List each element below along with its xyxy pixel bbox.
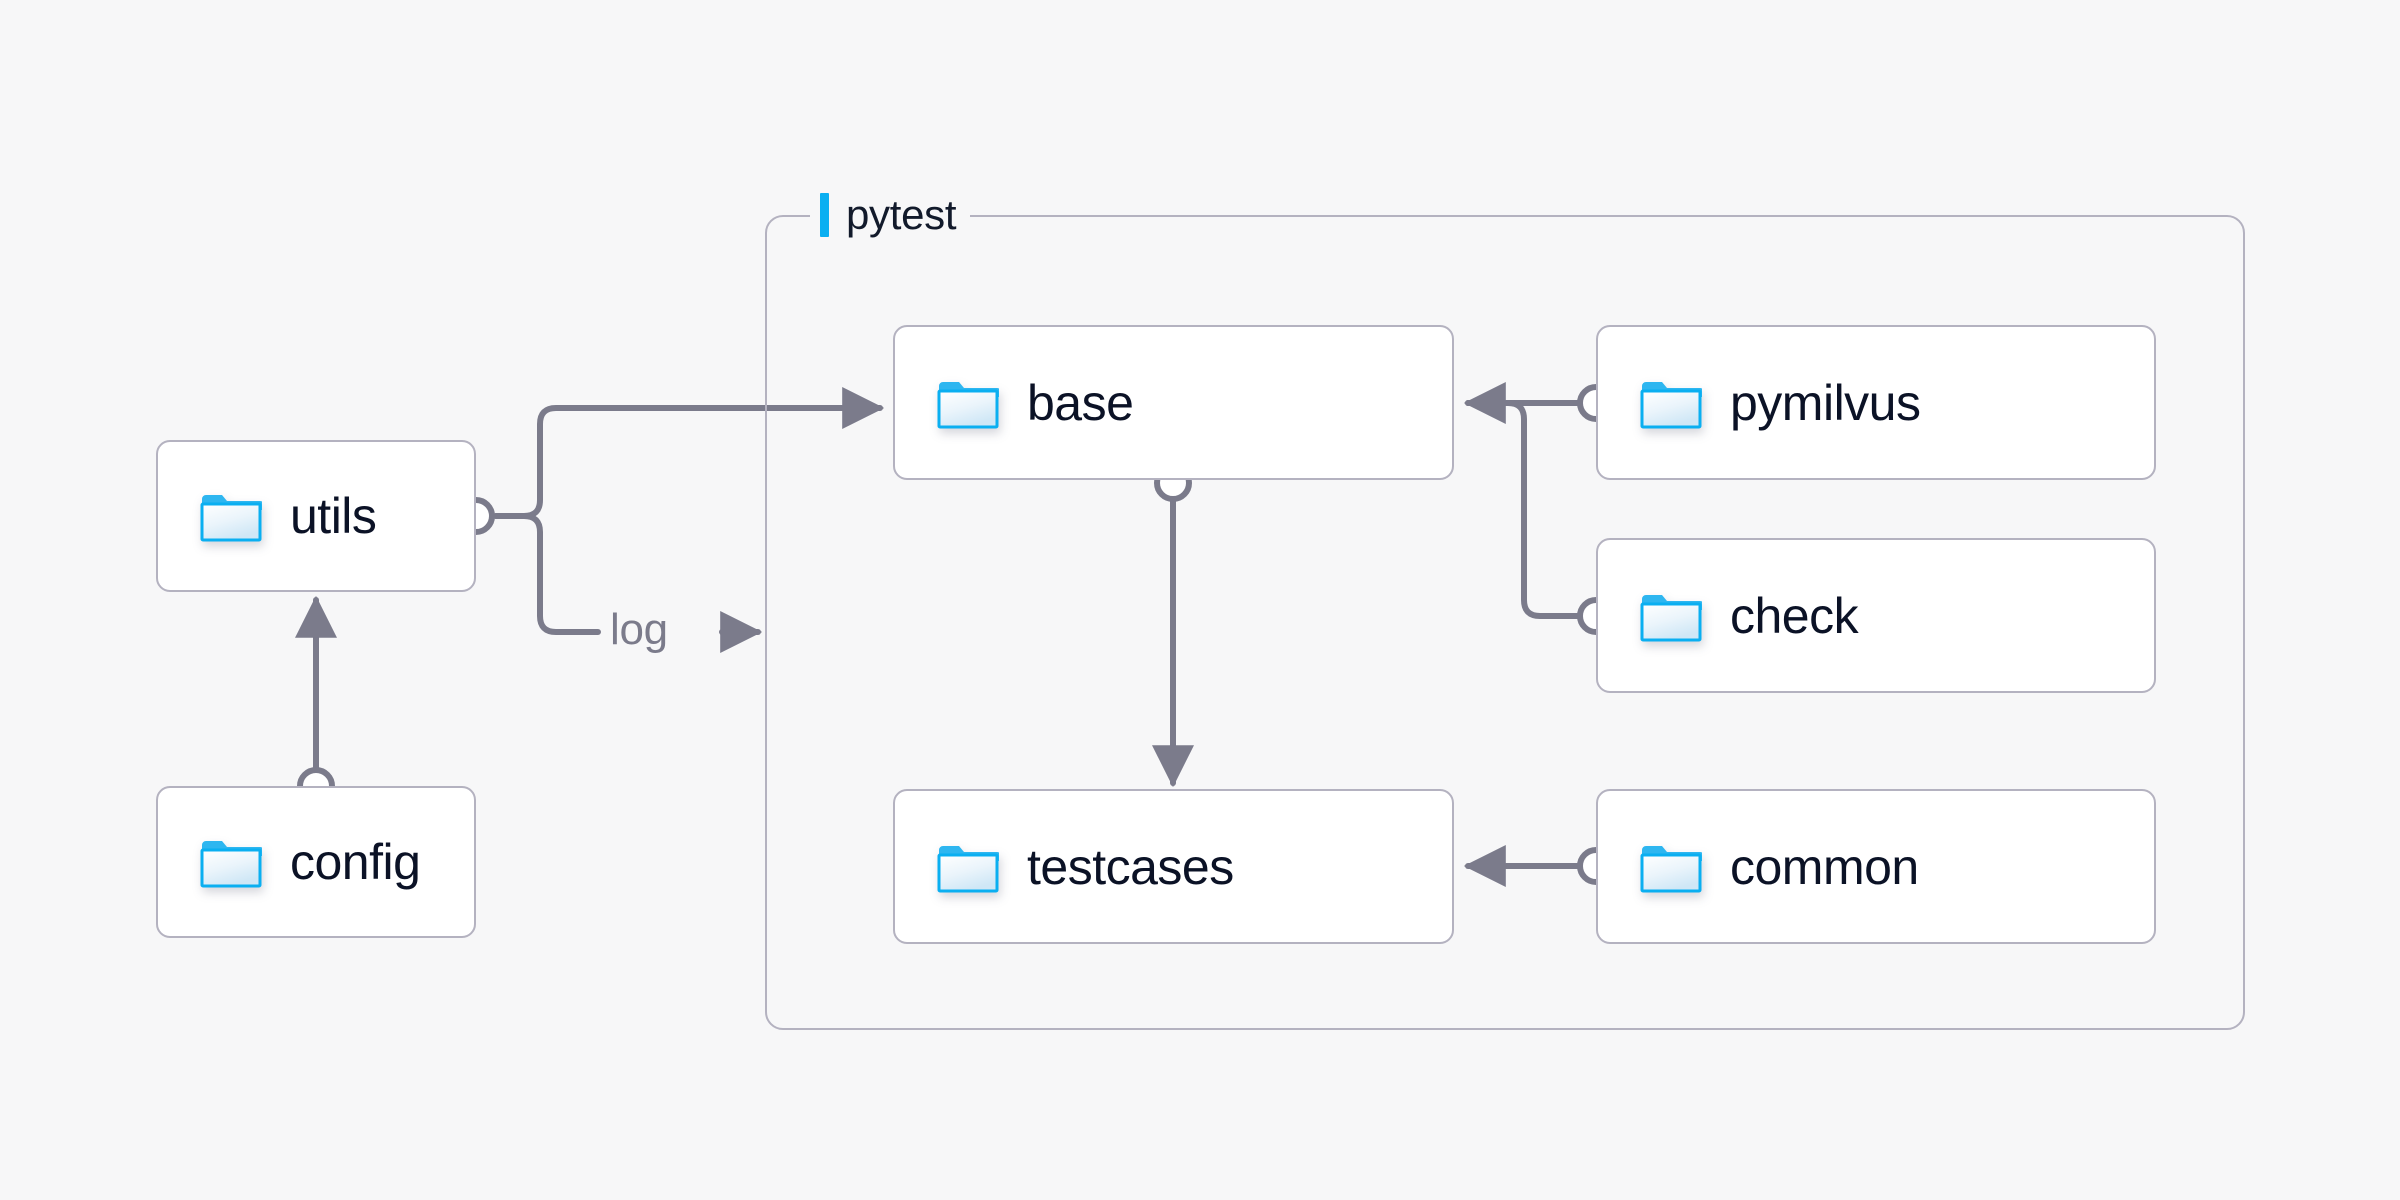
folder-icon — [200, 490, 262, 542]
group-label-text: pytest — [846, 191, 957, 238]
node-label: testcases — [1027, 838, 1234, 895]
node-common[interactable]: common — [1596, 789, 2156, 944]
edge-label-log: log — [610, 605, 668, 654]
node-label: pymilvus — [1730, 374, 1921, 431]
node-label: utils — [290, 488, 377, 544]
folder-icon — [1640, 377, 1702, 429]
folder-icon — [1640, 590, 1702, 642]
node-base[interactable]: base — [893, 325, 1454, 480]
node-config[interactable]: config — [156, 786, 476, 938]
group-pytest-label: pytest — [810, 188, 971, 242]
node-label: common — [1730, 838, 1919, 895]
group-pytest[interactable] — [765, 215, 2245, 1030]
group-accent-bar — [820, 193, 829, 237]
node-label: config — [290, 834, 421, 890]
folder-icon — [937, 377, 999, 429]
folder-icon — [1640, 841, 1702, 893]
edge-utils-to-log — [493, 513, 601, 635]
node-utils[interactable]: utils — [156, 440, 476, 592]
node-label: base — [1027, 374, 1134, 431]
node-testcases[interactable]: testcases — [893, 789, 1454, 944]
folder-icon — [937, 841, 999, 893]
folder-icon — [200, 836, 262, 888]
node-pymilvus[interactable]: pymilvus — [1596, 325, 2156, 480]
node-label: check — [1730, 587, 1859, 644]
node-check[interactable]: check — [1596, 538, 2156, 693]
